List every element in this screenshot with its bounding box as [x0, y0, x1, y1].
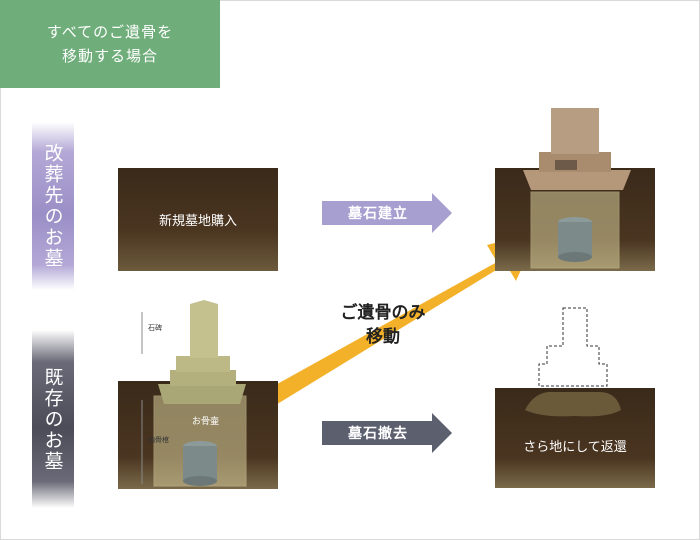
incense-holder — [555, 160, 577, 170]
cleared-plot-illustration — [495, 300, 655, 490]
grave-pillar-cap — [190, 300, 218, 304]
grave-base — [158, 384, 246, 404]
build-gravestone-arrow: 墓石建立 — [322, 193, 452, 233]
existing-grave-illustration: 石碑 お骨壷 納骨棺 — [118, 300, 288, 495]
grave-lower-step — [170, 370, 236, 386]
urn — [183, 446, 217, 481]
remove-gravestone-arrow: 墓石撤去 — [322, 413, 452, 453]
removed-grave-outline — [539, 308, 607, 386]
move-label-line-2: 移動 — [318, 325, 448, 349]
urn-label: お骨壷 — [192, 415, 219, 427]
urn-bottom — [183, 476, 217, 486]
grave-upper-step — [176, 356, 230, 372]
grave-base — [523, 170, 631, 190]
chamber-label: 納骨棺 — [148, 435, 169, 444]
urn-bottom — [558, 252, 592, 262]
cleared-plot-label: さら地にして返還 — [495, 436, 655, 455]
new-grave-illustration — [495, 108, 655, 273]
grave-stone — [551, 108, 599, 154]
move-remains-label: ご遺骨のみ 移動 — [318, 301, 448, 349]
remove-arrow-label: 墓石撤去 — [322, 414, 434, 452]
grave-pillar — [190, 304, 218, 358]
build-arrow-label: 墓石建立 — [322, 194, 434, 232]
stone-label: 石碑 — [148, 323, 162, 332]
disturbed-soil — [525, 392, 621, 417]
urn — [558, 222, 592, 257]
move-label-line-1: ご遺骨のみ — [318, 301, 448, 325]
